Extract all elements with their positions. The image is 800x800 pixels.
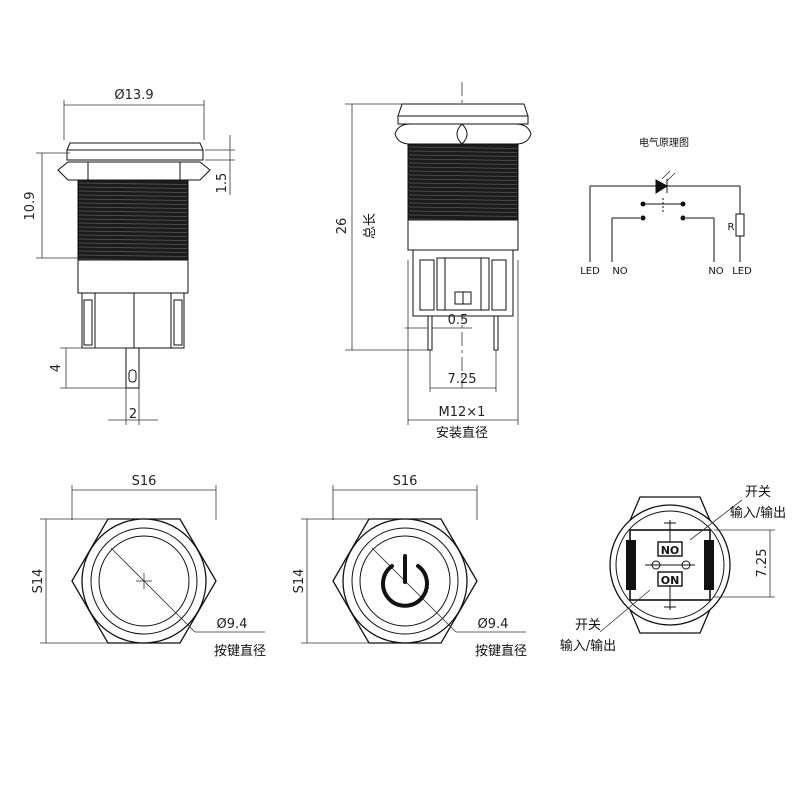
- bottom-pitch-label: 7.25: [755, 549, 770, 578]
- side-pin-width-label: 2: [129, 407, 137, 422]
- on-terminal-label: ON: [661, 574, 680, 587]
- power-height-label: S14: [292, 569, 307, 594]
- no-terminal-label: NO: [661, 544, 680, 557]
- front-thread-label: M12×1: [439, 405, 486, 420]
- electrical-schematic: 电气原理图 R LED NO NO LED: [580, 136, 752, 277]
- no-left-label: NO: [612, 266, 627, 277]
- bottom-note-2: 输入/输出: [560, 638, 616, 654]
- plain-dia-cn: 按键直径: [214, 644, 266, 659]
- front-pin-pitch-label: 7.25: [448, 372, 477, 387]
- led-left-label: LED: [580, 266, 600, 277]
- side-pin-length-label: 4: [49, 364, 64, 372]
- power-dia-cn: 按键直径: [475, 644, 527, 659]
- side-height-label: 10.9: [23, 192, 38, 221]
- led-right-label: LED: [732, 266, 752, 277]
- power-width-label: S16: [393, 474, 418, 489]
- bottom-view: NO ON 7.25 开关 输入/输出 开关 输入/输出: [560, 485, 786, 654]
- resistor-label: R: [728, 222, 735, 233]
- top-view-power: S16 S14 Ø9.4 按键直径: [292, 474, 527, 659]
- plain-width-label: S16: [132, 474, 157, 489]
- power-icon: [381, 564, 429, 608]
- bottom-note-1: 开关: [575, 618, 601, 633]
- side-flange-label: 1.5: [215, 173, 230, 194]
- front-thread-lines: [408, 146, 518, 221]
- side-dia-label: Ø13.9: [114, 88, 153, 103]
- front-thread-cn: 安装直径: [436, 426, 488, 441]
- schematic-title: 电气原理图: [639, 136, 689, 149]
- top-note-1: 开关: [745, 485, 771, 500]
- front-pin-thk-label: 0.5: [448, 313, 469, 328]
- front-profile-view: 26 总长 0.5 7.25 M12×1 安装直径: [335, 82, 532, 441]
- top-note-2: 输入/输出: [730, 505, 786, 521]
- plain-height-label: S14: [31, 569, 46, 594]
- power-dia-label: Ø9.4: [478, 617, 509, 632]
- front-total-cn: 总长: [363, 213, 378, 239]
- no-right-label: NO: [708, 266, 723, 277]
- plain-dia-label: Ø9.4: [217, 617, 248, 632]
- front-total-label: 26: [335, 218, 350, 235]
- side-view: Ø13.9 10.9 1.5 4: [23, 88, 235, 425]
- top-view-plain: S16 S14 Ø9.4 按键直径: [31, 474, 266, 659]
